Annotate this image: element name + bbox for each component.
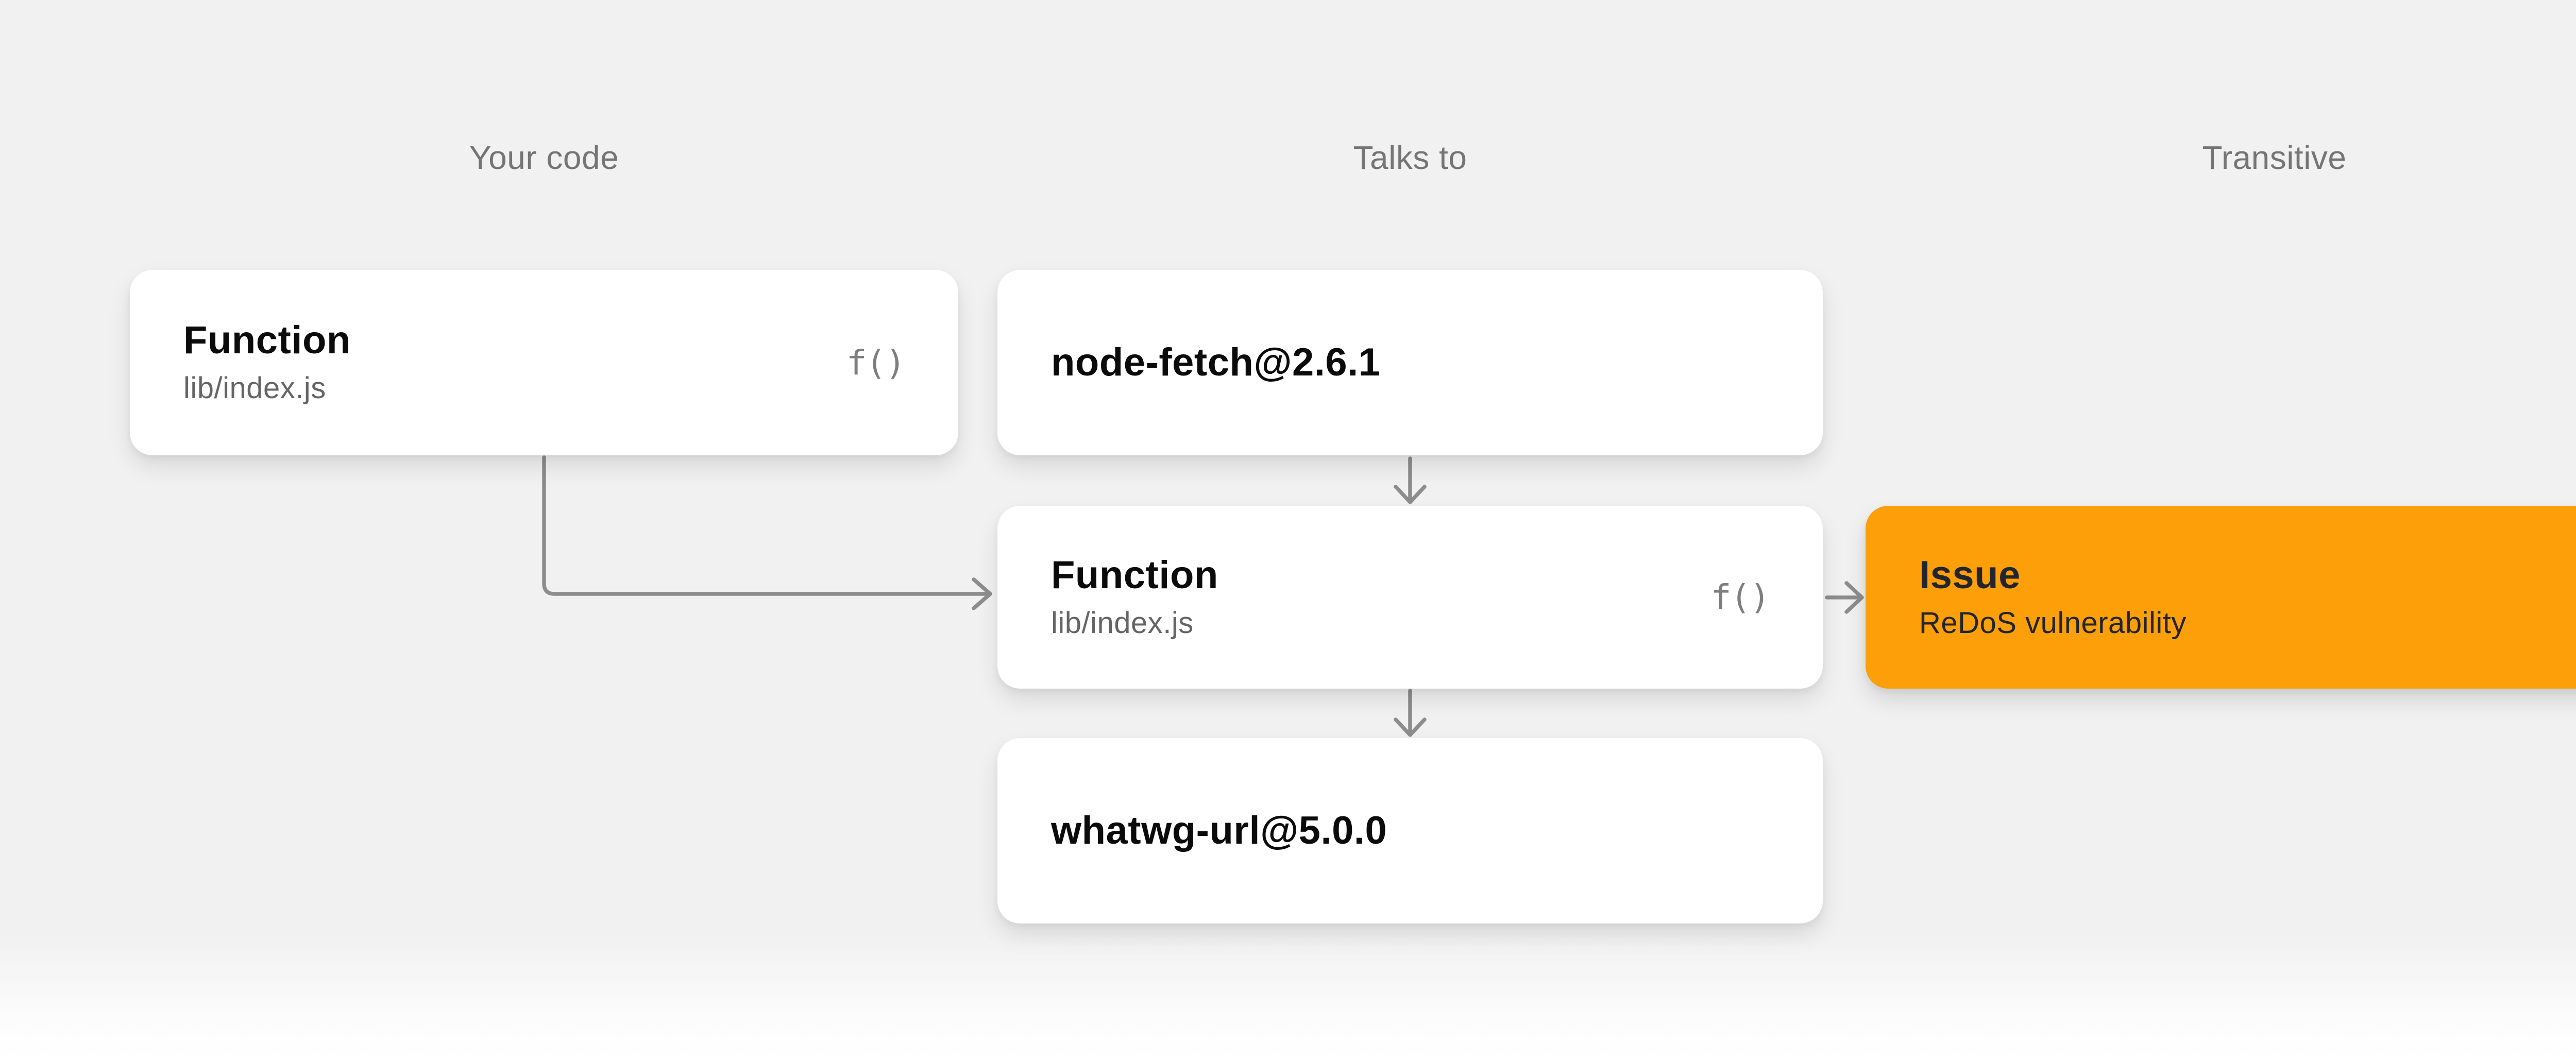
node-function-2: Function lib/index.js f() [997,506,1823,689]
function-glyph-icon: f() [1710,577,1770,617]
node-package-text: whatwg-url@5.0.0 [1051,808,1387,854]
edge-function1-function2 [542,455,992,610]
node-title: whatwg-url@5.0.0 [1051,809,1387,853]
node-subtitle: lib/index.js [1051,606,1194,640]
column-header-transitive: Transitive [2202,139,2347,176]
column-header-talks-to: Talks to [1353,139,1467,176]
node-package-node-fetch: node-fetch@2.6.1 [997,270,1823,455]
node-package-whatwg-url: whatwg-url@5.0.0 [997,738,1823,923]
node-function-1: Function lib/index.js f() [130,270,958,455]
node-subtitle: ReDoS vulnerability [1919,606,2187,640]
node-issue: Issue ReDoS vulnerability [1866,506,2576,689]
node-title: Function [183,318,351,363]
function-glyph-icon: f() [846,343,906,383]
edge-function2-whatwgurl [1394,689,1427,737]
node-subtitle: lib/index.js [183,371,326,405]
node-title: node-fetch@2.6.1 [1051,340,1381,385]
edge-nodefetch-function2 [1394,456,1427,504]
node-title: Issue [1919,553,2021,597]
node-title: Function [1051,553,1218,597]
edge-function2-issue [1825,581,1864,614]
node-issue-text: Issue ReDoS vulnerability [1919,552,2187,642]
node-function-2-text: Function lib/index.js [1051,552,1218,642]
column-header-your-code: Your code [469,139,619,176]
node-package-text: node-fetch@2.6.1 [1051,339,1381,386]
node-function-1-text: Function lib/index.js [183,317,351,407]
